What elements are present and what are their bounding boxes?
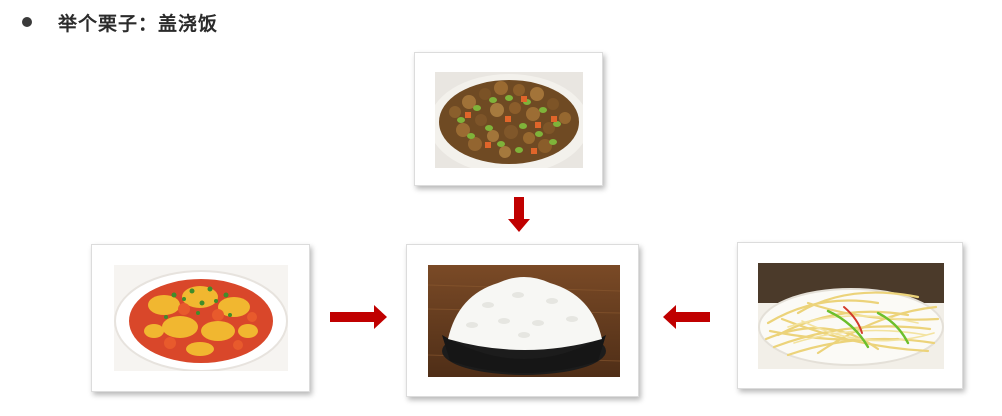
arrow-left-icon xyxy=(663,305,711,329)
diced-vegetable-photo xyxy=(435,72,583,168)
shredded-potato-photo xyxy=(758,263,944,369)
topping-card-left xyxy=(91,244,310,392)
rice-bowl-photo xyxy=(428,265,620,377)
base-card-center xyxy=(406,244,639,397)
topping-card-top xyxy=(414,52,603,186)
topping-card-right xyxy=(737,242,963,389)
arrow-down-icon xyxy=(508,197,530,233)
bullet-icon xyxy=(22,17,32,27)
tomato-egg-photo xyxy=(114,265,288,371)
heading-text: 举个栗子：盖浇饭 xyxy=(58,12,219,35)
arrow-right-icon xyxy=(330,305,388,329)
slide-heading: 举个栗子：盖浇饭 xyxy=(18,8,218,36)
